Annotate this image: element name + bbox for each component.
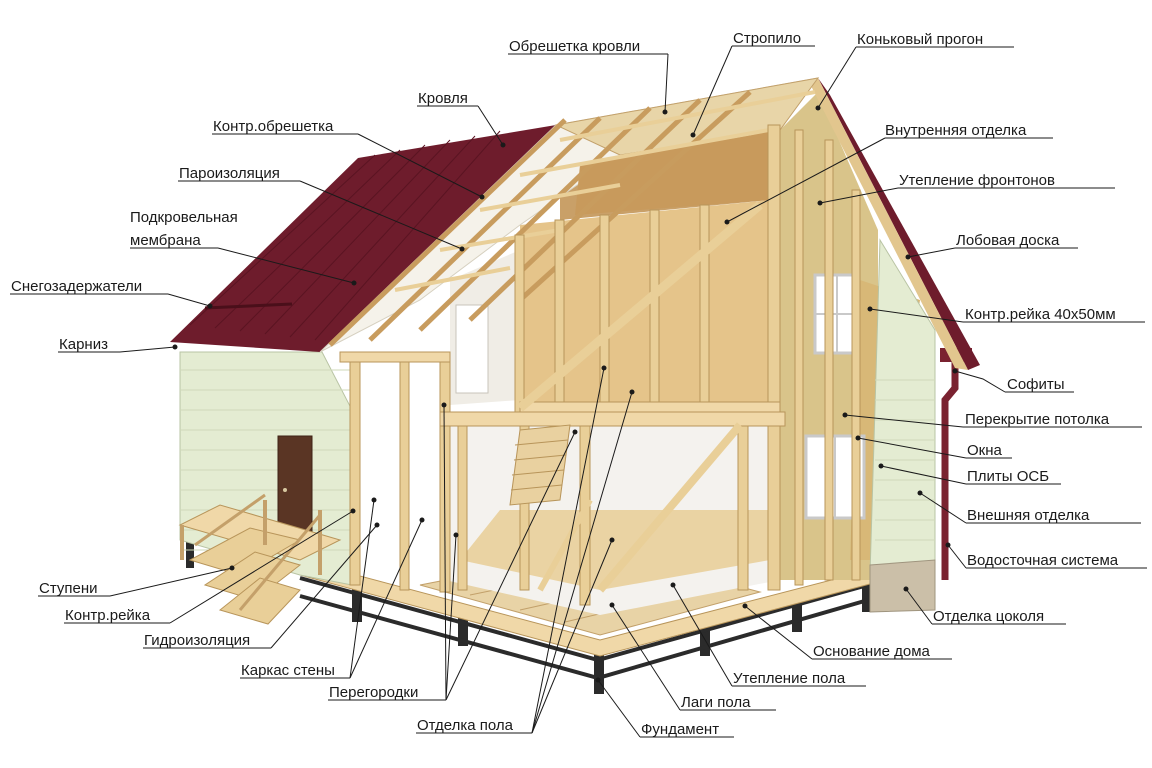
label-uteplenie-pola: Утепление пола	[733, 670, 846, 687]
label-paroizolyatsiya: Пароизоляция	[179, 165, 280, 182]
label-sofity: Софиты	[1007, 376, 1065, 393]
house-illustration	[170, 77, 980, 694]
label-podkrovelnaya-line1: Подкровельная	[130, 209, 238, 226]
wall-framing	[339, 124, 861, 606]
label-fundament: Фундамент	[641, 721, 719, 738]
label-karkas-steny: Каркас стены	[241, 662, 335, 679]
roof-structure	[319, 77, 820, 353]
roof	[170, 78, 980, 370]
label-uteplenie-frontonov: Утепление фронтонов	[899, 172, 1055, 189]
label-stupeni: Ступени	[39, 580, 98, 597]
label-vnutrennyaya-otdelka: Внутренняя отделка	[885, 122, 1027, 139]
label-plity-osb: Плиты ОСБ	[967, 468, 1049, 485]
label-obreshetka-krovli: Обрешетка кровли	[509, 38, 640, 55]
label-konkovy-progon: Коньковый прогон	[857, 31, 983, 48]
label-karniz: Карниз	[59, 336, 108, 353]
label-otdelka-pola: Отделка пола	[417, 717, 514, 734]
label-kontr-reyka-40x50: Контр.рейка 40х50мм	[965, 306, 1116, 323]
label-perekrytie-potolka: Перекрытие потолка	[965, 411, 1110, 428]
interior-staircase	[509, 424, 571, 506]
labels: Обрешетка кровли Стропило Коньковый прог…	[11, 30, 1119, 738]
label-okna: Окна	[967, 442, 1003, 459]
label-vodostochnaya-sistema: Водосточная система	[967, 552, 1119, 569]
label-krovlya: Кровля	[418, 90, 468, 107]
label-otdelka-tsokolya: Отделка цоколя	[933, 608, 1044, 625]
label-osnovanie-doma: Основание дома	[813, 643, 931, 660]
label-snegozaderzhateli: Снегозадержатели	[11, 278, 142, 295]
label-vneshnyaya-otdelka: Внешняя отделка	[967, 507, 1090, 524]
label-lagi-pola: Лаги пола	[681, 694, 751, 711]
label-kontr-reyka: Контр.рейка	[65, 607, 151, 624]
label-gidroizolyatsiya: Гидроизоляция	[144, 632, 250, 649]
label-peregorodki: Перегородки	[329, 684, 418, 701]
leader-lines	[10, 45, 1147, 738]
label-podkrovelnaya-line2: мембрана	[130, 232, 201, 249]
gutter-downpipe	[940, 348, 972, 580]
label-lobovaya-doska: Лобовая доска	[956, 232, 1060, 249]
label-kontr-obreshetka: Контр.обрешетка	[213, 118, 334, 135]
label-stropilo: Стропило	[733, 30, 801, 47]
